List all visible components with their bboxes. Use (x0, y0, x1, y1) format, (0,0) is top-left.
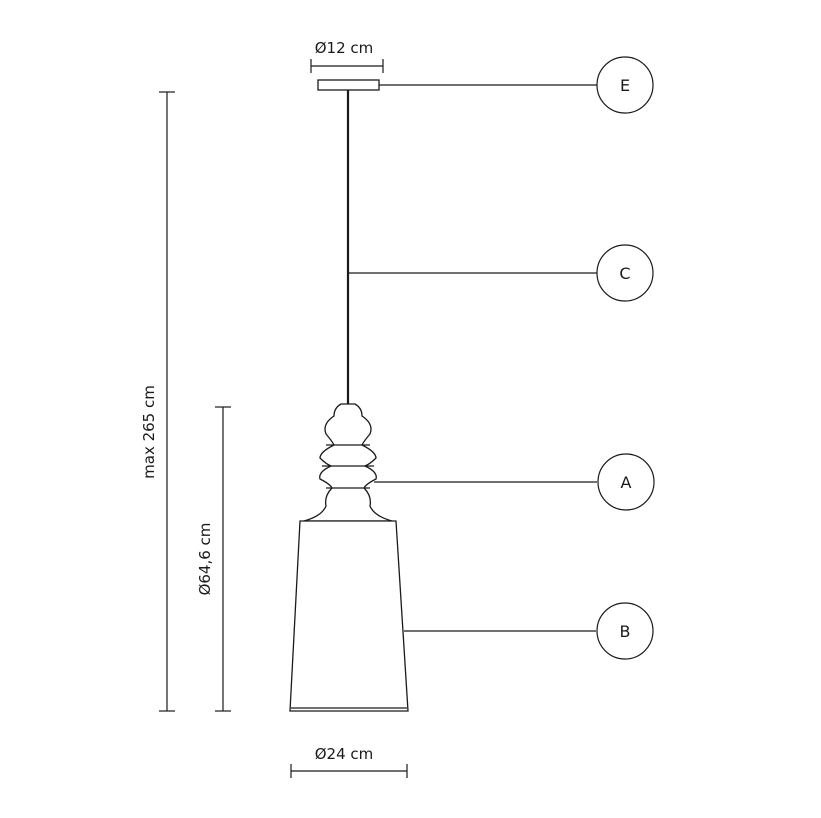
callout-e: E (379, 56, 654, 114)
callout-b: B (404, 602, 654, 660)
top-width-dimension: Ø12 cm (310, 39, 384, 73)
callout-c-label: C (619, 264, 630, 283)
callout-e-circle (596, 56, 654, 114)
callout-b-label: B (620, 622, 631, 641)
callout-a-circle (597, 453, 655, 511)
body-height-label: Ø64,6 cm (196, 523, 214, 596)
total-height-dimension: max 265 cm (140, 91, 175, 712)
body-height-dimension: Ø64,6 cm (196, 406, 231, 712)
bottom-width-label: Ø24 cm (315, 745, 374, 763)
bottom-width-dimension: Ø24 cm (290, 745, 408, 778)
callout-c-circle (596, 244, 654, 302)
callout-c: C (349, 244, 654, 302)
top-width-label: Ø12 cm (315, 39, 374, 57)
callout-b-circle (596, 602, 654, 660)
lampshade (289, 520, 409, 712)
total-height-label: max 265 cm (140, 385, 158, 479)
callout-a: A (374, 453, 655, 511)
canopy (317, 79, 380, 91)
lamp-holder (303, 403, 393, 522)
callout-e-label: E (620, 76, 630, 95)
callout-a-label: A (621, 473, 632, 492)
